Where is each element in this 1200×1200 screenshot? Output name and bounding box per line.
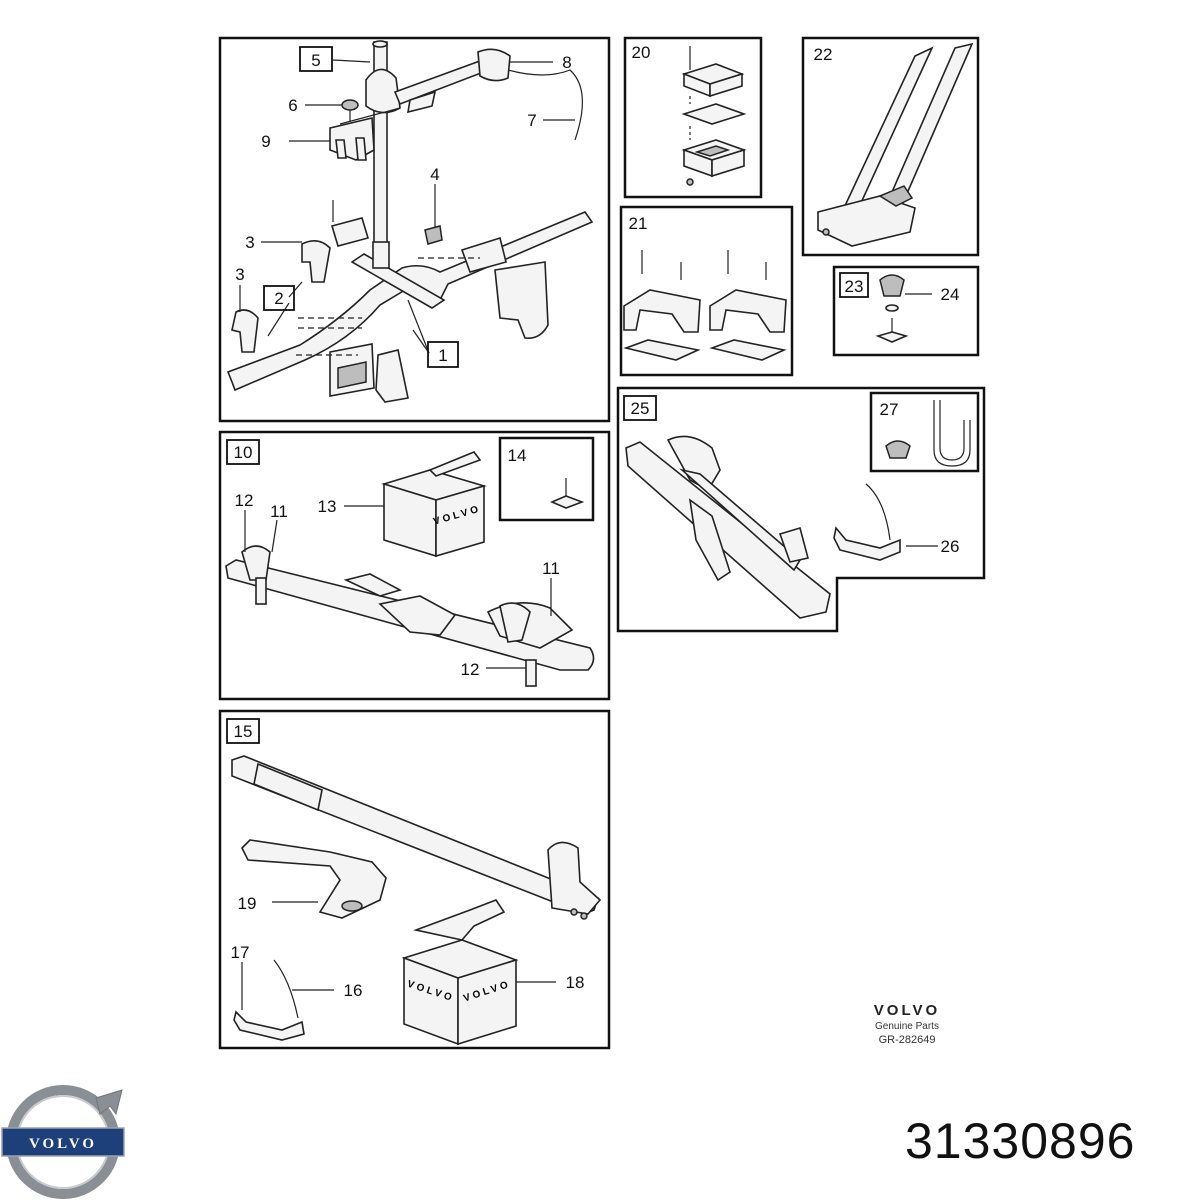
callout-11-left: 11	[270, 502, 288, 521]
callout-14: 14	[508, 446, 527, 465]
callout-21: 21	[629, 214, 648, 233]
volvo-logo-text: VOLVO	[29, 1136, 97, 1152]
callout-27: 27	[880, 400, 899, 419]
panel-21: 21	[619, 205, 794, 377]
callout-10: 10	[234, 443, 253, 462]
callout-5: 5	[311, 51, 320, 70]
panel-25: 25 27 26	[616, 386, 986, 633]
callout-12-left: 12	[235, 491, 254, 510]
callout-23: 23	[845, 277, 864, 296]
panel-20: 20	[623, 36, 763, 199]
callout-20: 20	[632, 43, 651, 62]
callout-1: 1	[438, 346, 447, 365]
panel-22: 22	[801, 36, 980, 257]
callout-26: 26	[941, 537, 960, 556]
callout-3-upper: 3	[245, 233, 254, 252]
callout-18: 18	[566, 973, 585, 992]
callout-17: 17	[231, 943, 250, 962]
callout-11-right: 11	[542, 559, 560, 578]
genuine-parts-subtitle: Genuine Parts	[875, 1021, 939, 1032]
panel-23-24: 23 24	[832, 265, 980, 357]
panel-15: 15 19 17 16 VOLVO VOLVO 18	[218, 709, 611, 1050]
callout-19: 19	[238, 894, 257, 913]
callout-12-right: 12	[461, 660, 480, 679]
callout-13: 13	[318, 497, 337, 516]
callout-25: 25	[631, 399, 650, 418]
callout-4: 4	[430, 165, 439, 184]
part-number: 31330896	[905, 1113, 1136, 1169]
callout-8: 8	[562, 53, 571, 72]
genuine-parts-brand: VOLVO	[873, 1002, 941, 1019]
diagram-code: GR-282649	[878, 1034, 936, 1046]
callout-22: 22	[814, 45, 833, 64]
volvo-logo: VOLVO	[1, 1085, 125, 1199]
panel-main: 5 8 6 7 9 4 3 3 2 1	[218, 36, 611, 423]
callout-16: 16	[344, 981, 363, 1000]
callout-3-lower: 3	[235, 265, 244, 284]
callout-24: 24	[941, 285, 960, 304]
callout-6: 6	[288, 96, 297, 115]
genuine-parts-mark: VOLVO Genuine Parts GR-282649	[852, 1002, 962, 1046]
callout-2: 2	[274, 289, 283, 308]
callout-15: 15	[234, 722, 253, 741]
callout-9: 9	[261, 132, 270, 151]
panel-10: 10 14 VOLVO 13 12 11 11 12	[218, 430, 611, 701]
callout-7: 7	[527, 111, 536, 130]
